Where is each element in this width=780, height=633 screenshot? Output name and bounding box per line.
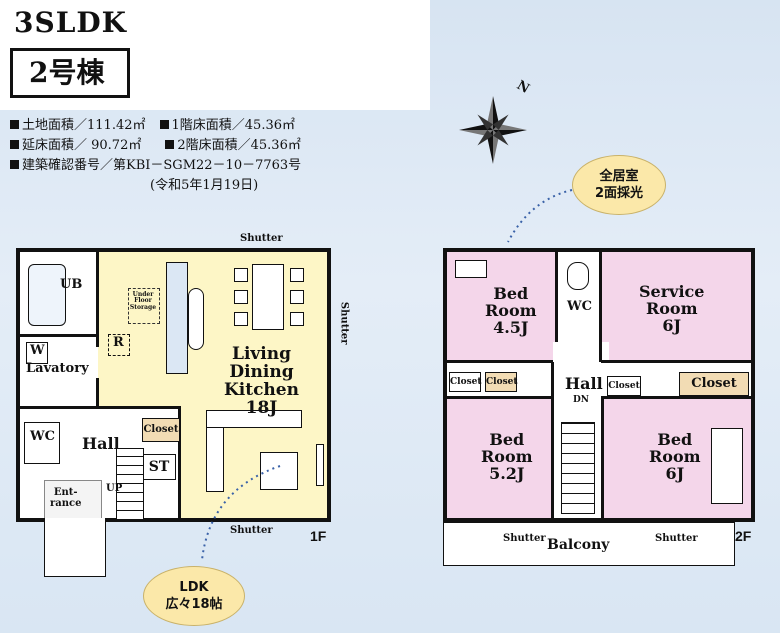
service-room-label: Service Room 6J <box>639 282 705 335</box>
spec-land-area: 土地面積／111.42㎡ <box>10 116 146 136</box>
floor-plan-1f: UB W Lavatory WC Hall Ent- rance R Under… <box>16 233 350 578</box>
callout-rooms-light: 全居室 2面採光 <box>572 155 666 215</box>
shutter-left-2f: Shutter <box>503 533 546 544</box>
stairs-dn-label: DN <box>573 395 590 405</box>
spec-floor1-area: 1階床面積／45.36㎡ <box>159 116 295 136</box>
layout-title: 3SLDK <box>14 6 128 39</box>
ldk-label: Living Dining Kitchen 18J <box>224 344 299 418</box>
lavatory-label: Lavatory <box>26 361 89 376</box>
under-floor-label: Under Floor Storage <box>129 291 157 311</box>
hall-2f-label: Hall <box>565 374 603 393</box>
balcony-label: Balcony <box>547 537 610 553</box>
stairs-up-label: UP <box>106 483 123 494</box>
spec-total-area: 延床面積／ 90.72㎡ <box>10 136 141 156</box>
closet-2f-b: Closet <box>485 372 518 392</box>
spec-list: 土地面積／111.42㎡ 1階床面積／45.36㎡ 延床面積／ 90.72㎡ 2… <box>10 116 301 196</box>
closet-2f-c: Closet <box>607 376 641 396</box>
lavatory-area <box>20 336 98 408</box>
spec-floor2-area: 2階床面積／45.36㎡ <box>165 136 301 156</box>
r-storage-label: R <box>113 335 124 350</box>
spec-permit-date: (令和5年1月19日) <box>150 178 259 193</box>
service-room <box>601 252 751 362</box>
callout-leader <box>507 189 573 243</box>
compass-icon <box>459 96 527 164</box>
floor-label-2f: 2F <box>735 528 752 544</box>
spec-permit: 建築確認番号／第KBI－SGM22－10－7763号 <box>10 156 301 176</box>
hall-1f-label: Hall <box>82 434 120 453</box>
ldk-callout-leader <box>201 465 281 561</box>
shutter-right-1f: Shutter <box>338 301 350 345</box>
closet-1f: Closet <box>142 418 180 442</box>
entrance-label: Ent- rance <box>50 487 82 509</box>
wc-2f-label: WC <box>567 299 592 314</box>
closet-2f-a: Closet <box>449 372 482 392</box>
shutter-right-2f: Shutter <box>655 533 698 544</box>
wc-1f-label: WC <box>30 429 55 444</box>
callout-ldk: LDK 広々18帖 <box>143 566 245 626</box>
washer-label: W <box>30 343 45 358</box>
bedroom-5-2 <box>447 398 553 518</box>
bedroom-4-5-label: Bed Room 4.5J <box>485 284 537 337</box>
bedroom-5-2-label: Bed Room 5.2J <box>481 430 533 483</box>
shutter-bottom-1f: Shutter <box>230 525 273 536</box>
ub-label: UB <box>60 277 83 292</box>
storage-st: ST <box>142 454 176 480</box>
floor-label-1f: 1F <box>310 528 327 544</box>
floor-plan-2f: WC Bed Room 4.5J Service Room 6J Closet … <box>443 248 755 566</box>
unit-number: 2号棟 <box>10 48 130 98</box>
closet-2f-d: Closet <box>679 372 749 396</box>
bedroom-6-label: Bed Room 6J <box>649 430 701 483</box>
shutter-top-1f: Shutter <box>240 233 283 244</box>
